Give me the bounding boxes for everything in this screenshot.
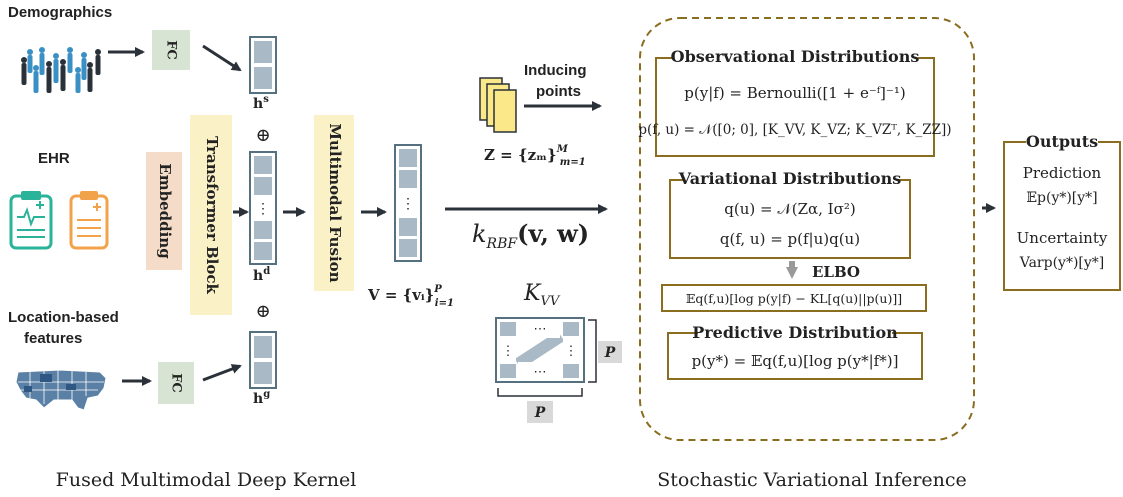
uncertainty-label: Uncertainty <box>1017 229 1108 247</box>
hd-vector <box>249 151 277 265</box>
hd-vdots: ⋮ <box>256 201 270 217</box>
fc-box-top <box>152 30 190 70</box>
p-badge-right <box>598 341 622 363</box>
uncertainty-eq: Varp(y*)[y*] <box>1019 255 1105 271</box>
fc-label-top: FC <box>164 40 179 60</box>
p-label-bottom: P <box>534 405 546 421</box>
p-label-right: P <box>604 345 616 361</box>
pred-eq: p(y*) = 𝔼q(f,u)[log p(y*|f*)] <box>692 352 899 370</box>
people-crowd-icon <box>21 47 101 93</box>
fc-label-bottom: FC <box>169 373 184 393</box>
p-badge-bottom <box>527 401 553 423</box>
transformer-block <box>190 115 232 315</box>
v-vdots: ⋮ <box>401 196 415 212</box>
outputs-box <box>1003 141 1121 291</box>
hs-label: hs <box>253 94 269 112</box>
obs-title-bg <box>674 44 918 70</box>
arrow-fc-to-hg <box>202 364 242 382</box>
ehr-clipboard-orange-icon <box>69 191 109 250</box>
pred-title: Predictive Distribution <box>692 323 898 342</box>
kvv-brace-bottom <box>497 388 583 397</box>
prediction-eq: 𝔼p(y*)[y*] <box>1026 190 1097 206</box>
kvv-brace-right <box>588 319 597 383</box>
obs-eq2: p(f, u) = 𝒩([0; 0], [K_VV, K_VZ; K_VZᵀ, … <box>638 122 951 138</box>
hg-label: hg <box>253 389 270 407</box>
inducing-label-1: Inducing <box>524 62 587 79</box>
kvv-vdots-left: ⋮ <box>502 344 515 359</box>
kvv-vdots-right: ⋮ <box>565 344 578 359</box>
outputs-title: Outputs <box>1026 132 1098 151</box>
kvv-cdots-top: ⋯ <box>534 322 547 337</box>
prediction-label: Prediction <box>1023 164 1102 182</box>
kvv-label: KVV <box>523 281 561 309</box>
obs-title: Observational Distributions <box>671 47 920 66</box>
elbo-label: ELBO <box>812 263 860 281</box>
location-label-1: Location-based <box>8 309 119 326</box>
demographics-label: Demographics <box>8 4 112 21</box>
ehr-label: EHR <box>38 150 70 167</box>
obs-eq1: p(y|f) = Bernoulli([1 + e⁻ᶠ]⁻¹) <box>684 84 905 102</box>
inducing-label-2: points <box>536 83 581 100</box>
caption-deep-kernel: Fused Multimodal Deep Kernel <box>56 469 357 491</box>
caption-svi: Stochastic Variational Inference <box>657 469 967 491</box>
transformer-label: Transformer Block <box>203 136 221 294</box>
outputs-title-bg <box>1026 130 1098 154</box>
elbo-eq: 𝔼q(f,u)[log p(y|f) − KL[q(u)||p(u)]] <box>686 291 902 306</box>
ehr-clipboard-green-icon <box>9 191 53 250</box>
fusion-block <box>314 115 354 291</box>
obs-box <box>655 57 935 157</box>
kvv-matrix <box>495 317 585 383</box>
var-eq2: q(f, u) = p(f|u)q(u) <box>720 230 860 248</box>
embedding-block <box>146 152 182 270</box>
arrow-fc-to-hs <box>202 44 242 72</box>
var-title: Variational Distributions <box>678 169 901 188</box>
v-vector <box>394 144 422 262</box>
hd-label: hd <box>253 266 270 284</box>
var-box <box>669 179 911 259</box>
oplus-bottom: ⊕ <box>255 301 270 322</box>
inducing-points-icon <box>479 77 517 133</box>
location-label-2: features <box>24 330 82 347</box>
hg-vector <box>249 331 277 389</box>
fusion-label: Multimodal Fusion <box>326 123 344 282</box>
fc-box-bottom <box>158 362 194 404</box>
k-rbf-label: kRBF(v, w) <box>472 219 589 252</box>
elbo-box <box>661 284 927 312</box>
svi-container <box>639 17 975 441</box>
embedding-label: Embedding <box>156 163 174 259</box>
pred-title-bg <box>698 320 892 344</box>
hs-vector <box>249 36 277 94</box>
var-eq1: q(u) = 𝒩(Zα, Iσ²) <box>724 200 855 218</box>
us-map-icon <box>15 369 107 411</box>
oplus-top: ⊕ <box>255 125 270 146</box>
var-title-bg <box>684 166 896 192</box>
kvv-cdots-bottom: ⋯ <box>534 365 547 380</box>
